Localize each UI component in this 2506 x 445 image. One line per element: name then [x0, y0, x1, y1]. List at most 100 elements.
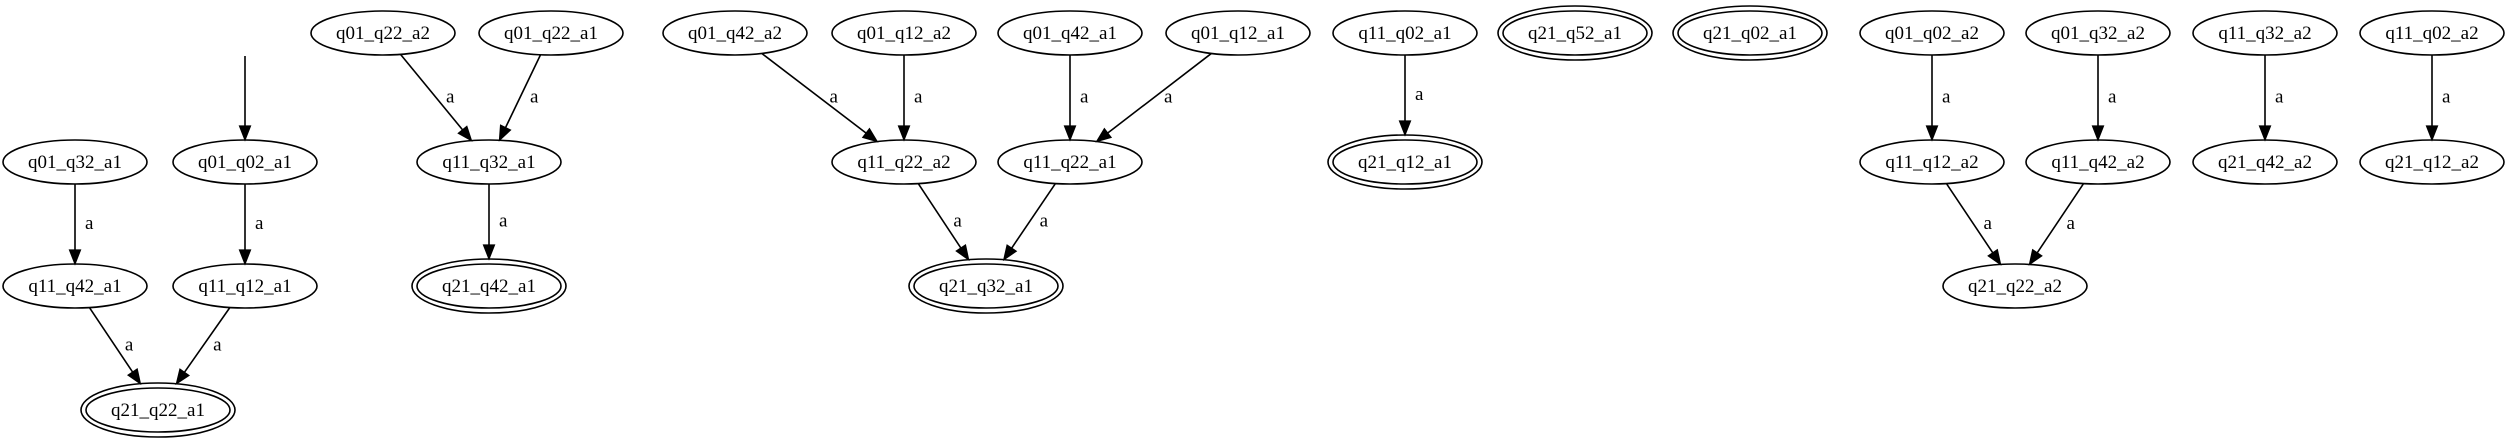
state-node-q01_q22_a2: q01_q22_a2	[310, 10, 456, 56]
state-ellipse	[416, 263, 562, 309]
edge-line	[761, 52, 867, 134]
edge-q11_q02_a1-to-q21_q12_a1: a	[1398, 55, 1424, 137]
arrowhead	[2028, 248, 2043, 266]
initial-state-arrow	[238, 56, 252, 142]
edge-label: a	[1984, 213, 1993, 234]
state-ellipse	[2, 139, 148, 185]
edge-q11_q02_a2-to-q21_q12_a2: a	[2425, 55, 2451, 142]
edge-q01_q42_a2-to-q11_q22_a2: a	[761, 52, 879, 143]
edge-line	[1107, 52, 1212, 134]
state-label: q01_q02_a2	[1885, 23, 1979, 44]
edge-label: a	[2108, 87, 2117, 108]
edge-line	[917, 183, 962, 249]
state-node-q11_q42_a1: q11_q42_a1	[2, 263, 148, 309]
state-label: q11_q12_a2	[1885, 152, 1978, 173]
state-ellipse	[2192, 139, 2338, 185]
state-node-q21_q12_a2: q21_q12_a2	[2359, 139, 2505, 185]
arrowhead	[1925, 125, 1939, 142]
state-node-q11_q32_a2: q11_q32_a2	[2192, 10, 2338, 56]
arrowhead	[238, 125, 252, 142]
arrowhead	[955, 244, 970, 262]
accepting-ring	[1672, 5, 1828, 61]
edge-q11_q42_a2-to-q21_q22_a2: a	[2028, 183, 2085, 266]
state-label: q01_q42_a1	[1023, 23, 1117, 44]
state-ellipse	[997, 139, 1143, 185]
edge-q01_q42_a1-to-q11_q22_a1: a	[1063, 55, 1089, 142]
state-node-q11_q12_a2: q11_q12_a2	[1859, 139, 2005, 185]
state-ellipse	[2025, 139, 2171, 185]
edge-line	[2036, 183, 2085, 254]
state-ellipse	[1165, 10, 1311, 56]
edge-label: a	[2275, 87, 2284, 108]
arrowhead	[1398, 120, 1412, 137]
edge-q11_q32_a1-to-q21_q42_a1: a	[482, 184, 508, 261]
edge-q11_q42_a1-to-q21_q22_a1: a	[88, 307, 142, 386]
state-node-q01_q42_a1: q01_q42_a1	[997, 10, 1143, 56]
state-ellipse	[1332, 10, 1478, 56]
arrowhead	[68, 249, 82, 266]
edge-line	[1010, 183, 1057, 249]
state-label: q11_q42_a1	[28, 276, 121, 297]
state-ellipse	[913, 263, 1059, 309]
state-label: q01_q42_a2	[688, 23, 782, 44]
state-ellipse	[172, 139, 318, 185]
state-label: q21_q42_a2	[2218, 152, 2312, 173]
edge-label: a	[830, 87, 839, 108]
state-ellipse	[416, 139, 562, 185]
accepting-ring	[908, 258, 1064, 314]
arrowhead	[1002, 244, 1018, 262]
edge-label: a	[213, 335, 222, 356]
edge-label: a	[1942, 87, 1951, 108]
state-node-q01_q32_a2: q01_q32_a2	[2025, 10, 2171, 56]
state-node-q21_q42_a2: q21_q42_a2	[2192, 139, 2338, 185]
state-ellipse	[831, 10, 977, 56]
edge-q01_q32_a1-to-q11_q42_a1: a	[68, 184, 94, 266]
state-label: q01_q32_a1	[28, 152, 122, 173]
edge-label: a	[2067, 213, 2076, 234]
state-ellipse	[172, 263, 318, 309]
edge-q01_q02_a1-to-q11_q12_a1: a	[238, 184, 264, 266]
state-label: q01_q02_a1	[198, 152, 292, 173]
state-node-q11_q22_a1: q11_q22_a1	[997, 139, 1143, 185]
state-label: q21_q12_a2	[2385, 152, 2479, 173]
arrowhead	[238, 249, 252, 266]
state-label: q11_q32_a2	[2218, 23, 2311, 44]
state-ellipse	[478, 10, 624, 56]
arrowhead	[175, 368, 191, 386]
edge-label: a	[255, 213, 264, 234]
edge-q11_q12_a1-to-q21_q22_a1: a	[175, 307, 231, 386]
accepting-ring	[1497, 5, 1653, 61]
state-label: q11_q02_a2	[2385, 23, 2478, 44]
state-label: q21_q42_a1	[442, 276, 536, 297]
edge-label: a	[1080, 87, 1089, 108]
state-ellipse	[1859, 139, 2005, 185]
edge-q01_q12_a1-to-q11_q22_a1: a	[1095, 52, 1212, 143]
edge-line	[399, 53, 464, 131]
edge-line	[1945, 183, 1994, 254]
state-label: q01_q22_a1	[504, 23, 598, 44]
arrowhead	[897, 125, 911, 142]
state-ellipse	[997, 10, 1143, 56]
state-node-q01_q32_a1: q01_q32_a1	[2, 139, 148, 185]
edge-label: a	[499, 211, 508, 232]
edge-label: a	[530, 87, 539, 108]
state-ellipse	[2359, 10, 2505, 56]
state-node-q21_q02_a1: q21_q02_a1	[1672, 5, 1828, 61]
arrowhead	[2425, 125, 2439, 142]
arrowhead	[482, 244, 496, 261]
state-label: q01_q12_a1	[1191, 23, 1285, 44]
state-node-q11_q32_a1: q11_q32_a1	[416, 139, 562, 185]
arrowhead	[1095, 127, 1113, 143]
arrowhead	[2258, 125, 2272, 142]
edge-q11_q22_a1-to-q21_q32_a1: a	[1002, 183, 1057, 262]
arrowhead	[1063, 125, 1077, 142]
state-node-q01_q02_a1: q01_q02_a1	[172, 139, 318, 185]
state-node-q21_q12_a1: q21_q12_a1	[1327, 134, 1483, 190]
state-ellipse	[85, 387, 231, 433]
state-label: q11_q42_a2	[2051, 152, 2144, 173]
arrowhead	[1987, 248, 2002, 266]
state-node-q01_q42_a2: q01_q42_a2	[662, 10, 808, 56]
edge-q11_q12_a2-to-q21_q22_a2: a	[1945, 183, 2002, 266]
